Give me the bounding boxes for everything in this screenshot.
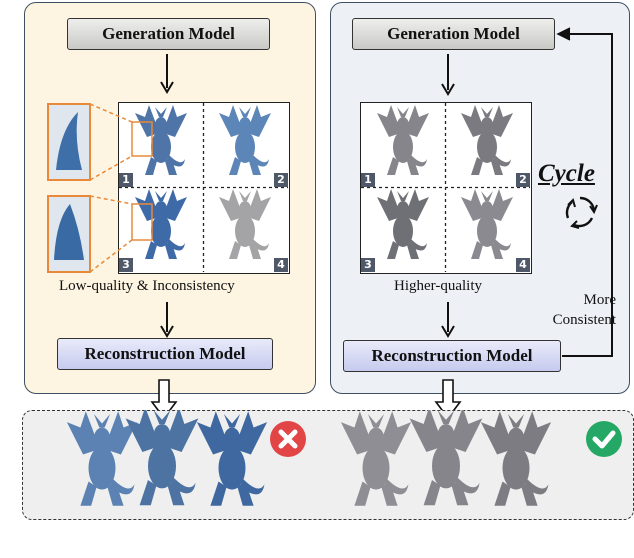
consistent-dragon-1 xyxy=(340,411,412,506)
cell-number-2: 2 xyxy=(516,173,530,187)
cell-number-1: 1 xyxy=(119,173,133,187)
left-gen-down-arrow xyxy=(160,54,174,94)
right-gen-down-arrow xyxy=(441,54,455,96)
inconsistent-dragon-2 xyxy=(125,410,199,506)
cell-number-4: 4 xyxy=(274,258,288,272)
cell-number-3: 3 xyxy=(361,258,375,272)
dragon-view-1 xyxy=(377,105,429,175)
consistent-dragon-2 xyxy=(409,410,483,506)
left-reconstruction-model-box: Reconstruction Model xyxy=(57,338,273,370)
more-consistent-label: More Consistent xyxy=(553,290,616,330)
highlight-box-1 xyxy=(131,121,153,157)
right-reconstruction-model-box: Reconstruction Model xyxy=(343,340,561,372)
cell-number-1: 1 xyxy=(361,173,375,187)
check-circle-icon xyxy=(586,421,622,457)
right-multiview-grid: 1 2 3 4 xyxy=(360,102,532,274)
highlight-box-2 xyxy=(131,203,153,241)
right-grid-caption: Higher-quality xyxy=(394,278,483,294)
dragon-view-3 xyxy=(377,189,429,259)
zoom-callouts xyxy=(47,103,153,273)
cycle-arrows-icon xyxy=(565,196,598,229)
cell-number-2: 2 xyxy=(274,173,288,187)
right-rec-down-arrow xyxy=(441,302,455,338)
inconsistent-dragon-3 xyxy=(196,411,268,506)
left-multiview-grid: 1 2 3 4 xyxy=(118,102,290,274)
x-circle-icon xyxy=(270,421,306,457)
left-rec-down-arrow xyxy=(160,302,174,338)
more-consistent-line-2: Consistent xyxy=(552,312,616,328)
dragon-view-2 xyxy=(219,105,271,175)
cell-number-4: 4 xyxy=(516,258,530,272)
consistent-dragon-3 xyxy=(480,411,552,506)
cycle-label: Cycle xyxy=(538,160,595,187)
dragon-view-2 xyxy=(461,105,513,175)
more-consistent-line-1: More xyxy=(583,292,617,308)
cell-number-3: 3 xyxy=(119,258,133,272)
left-grid-caption: Low-quality & Inconsistency xyxy=(59,278,235,294)
left-generation-model-box: Generation Model xyxy=(67,18,270,50)
inconsistent-dragon-1 xyxy=(66,411,138,506)
reconstruction-results xyxy=(66,410,552,506)
dragon-view-4 xyxy=(461,189,513,259)
right-generation-model-box: Generation Model xyxy=(352,18,555,50)
dragon-view-4 xyxy=(219,189,271,259)
cycle-feedback-arrow xyxy=(556,27,613,357)
